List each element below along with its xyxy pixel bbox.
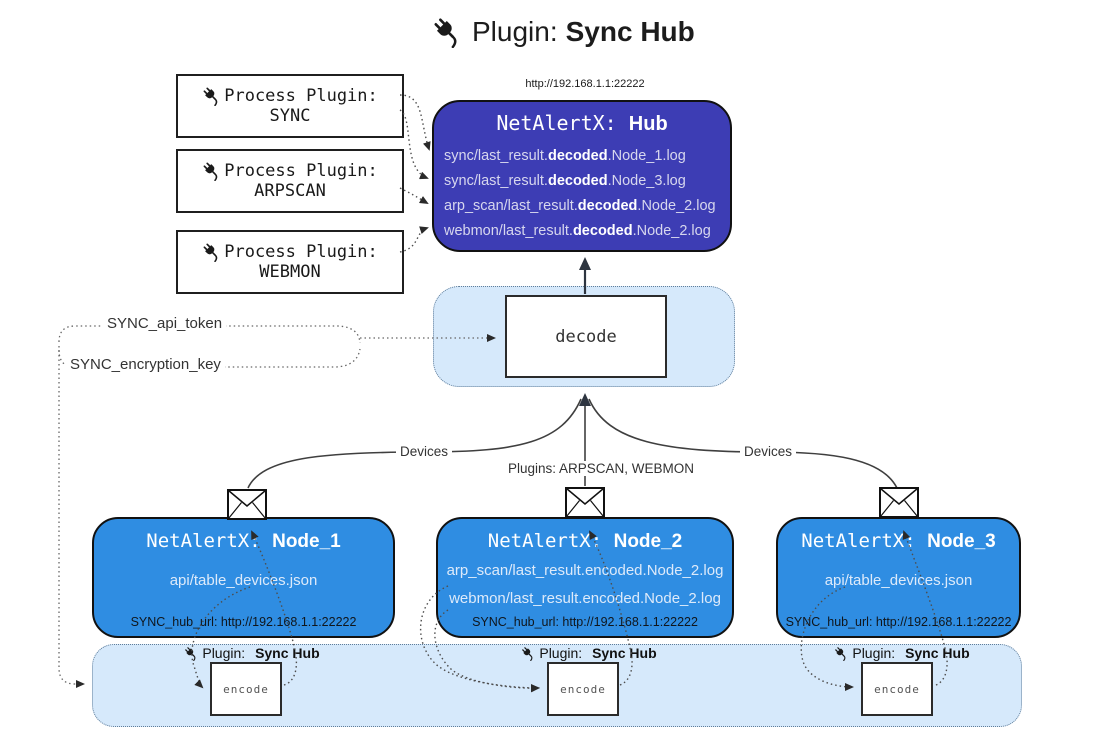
sync-api-token-label: SYNC_api_token <box>103 315 227 332</box>
node-hub-url: SYNC_hub_url: http://192.168.1.1:22222 <box>472 615 698 629</box>
process-plugin-name: ARPSCAN <box>254 181 326 201</box>
envelope-icon <box>879 487 919 518</box>
process-plugin-label: Process Plugin: <box>224 86 378 106</box>
devices-edge-label: Devices <box>396 444 453 459</box>
process-plugin-name: SYNC <box>269 106 311 126</box>
process-plugin-label: Process Plugin: <box>224 161 378 181</box>
netalertx-node-1: NetAlertX: Node_1 api/table_devices.json… <box>92 517 395 638</box>
plug-icon <box>202 242 222 262</box>
hub-file-arpscan-node2: arp_scan/last_result.decoded.Node_2.log <box>444 198 716 214</box>
netalertx-node-3: NetAlertX: Node_3 api/table_devices.json… <box>776 517 1021 638</box>
hub-title: NetAlertX: Hub <box>434 111 730 136</box>
edge-sync-to-hub-1 <box>399 94 431 151</box>
edge-sync-to-hub-2 <box>399 109 429 180</box>
hub-file-sync-node3: sync/last_result.decoded.Node_3.log <box>444 173 686 189</box>
envelope-icon <box>227 489 267 520</box>
node-file: webmon/last_result.encoded.Node_2.log <box>449 590 721 607</box>
decode-box: decode <box>505 295 667 378</box>
process-plugin-webmon: Process Plugin: WEBMON <box>176 230 404 294</box>
node-hub-url: SYNC_hub_url: http://192.168.1.1:22222 <box>785 615 1012 629</box>
plug-icon <box>521 646 536 661</box>
hub-url-label: http://192.168.1.1:22222 <box>525 78 645 90</box>
node-title: NetAlertX: Node_2 <box>487 530 683 552</box>
process-plugin-arpscan: Process Plugin: ARPSCAN <box>176 149 404 213</box>
sync-hub-plugin-label: Plugin: Sync Hub <box>182 645 322 661</box>
page-title-prefix: Plugin: <box>472 16 558 47</box>
node-hub-url: SYNC_hub_url: http://192.168.1.1:22222 <box>130 615 357 629</box>
encode-box: encode <box>210 662 282 716</box>
page-title: Plugin: Sync Hub <box>432 16 695 48</box>
plug-icon <box>202 161 222 181</box>
node-file: api/table_devices.json <box>169 572 318 589</box>
node-file: arp_scan/last_result.encoded.Node_2.log <box>446 562 724 579</box>
edge-arpscan-to-hub <box>399 187 429 204</box>
edge-webmon-to-hub <box>399 226 429 253</box>
plug-icon <box>432 16 464 48</box>
node-title: NetAlertX: Node_1 <box>146 530 341 552</box>
plug-icon <box>834 646 849 661</box>
hub-title-prefix: NetAlertX: <box>496 111 617 135</box>
node-file: api/table_devices.json <box>824 572 973 589</box>
process-plugin-sync: Process Plugin: SYNC <box>176 74 404 138</box>
process-plugin-label: Process Plugin: <box>224 242 378 262</box>
sync-hub-plugin-label: Plugin: Sync Hub <box>832 645 972 661</box>
devices-edge-label: Devices <box>740 444 797 459</box>
hub-file-sync-node1: sync/last_result.decoded.Node_1.log <box>444 148 686 164</box>
encode-box: encode <box>861 662 933 716</box>
hub-title-name: Hub <box>628 113 668 135</box>
hub-file-webmon-node2: webmon/last_result.decoded.Node_2.log <box>444 223 711 239</box>
sync-hub-plugin-label: Plugin: Sync Hub <box>519 645 659 661</box>
plug-icon <box>202 86 222 106</box>
plug-icon <box>184 646 199 661</box>
encode-box: encode <box>547 662 619 716</box>
envelope-icon <box>565 487 605 518</box>
plugins-edge-label: Plugins: ARPSCAN, WEBMON <box>504 461 699 476</box>
netalertx-node-2: NetAlertX: Node_2 arp_scan/last_result.e… <box>436 517 734 638</box>
sync-encryption-key-label: SYNC_encryption_key <box>66 356 225 373</box>
edge-token-to-encode <box>58 346 85 688</box>
process-plugin-name: WEBMON <box>259 262 321 282</box>
page-title-name: Sync Hub <box>565 16 695 47</box>
node-title: NetAlertX: Node_3 <box>801 530 996 552</box>
netalertx-hub-node: NetAlertX: Hub sync/last_result.decoded.… <box>432 100 732 252</box>
